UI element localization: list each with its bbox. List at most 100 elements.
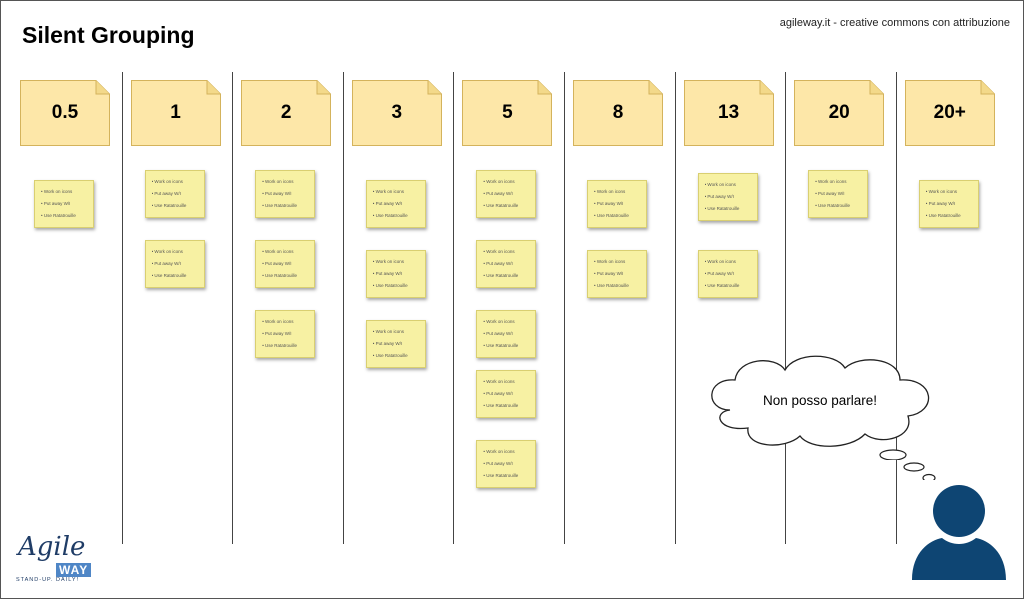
sticky-note-item: Put away W/I — [594, 268, 643, 280]
sticky-note-item: Use Ratatrouille — [483, 400, 532, 412]
sticky-note-item: Work on icons — [262, 176, 311, 188]
sticky-note-item: Work on icons — [483, 316, 532, 328]
sticky-note-item: Put away W/I — [483, 258, 532, 270]
sticky-note[interactable]: Work on iconsPut away W/IUse Ratatrouill… — [697, 173, 758, 221]
sticky-note-item: Work on icons — [926, 186, 975, 198]
column-header-value: 13 — [718, 102, 740, 123]
sticky-note[interactable]: Work on iconsPut away W/IUse Ratatrouill… — [476, 440, 537, 488]
column-header-card: 8 — [573, 80, 663, 146]
column-divider — [453, 72, 455, 544]
sticky-note-item: Work on icons — [594, 256, 643, 268]
column-header-value: 5 — [502, 102, 513, 123]
sticky-note-item: Put away W/I — [373, 338, 422, 350]
column-header-card: 20 — [794, 80, 885, 146]
sticky-note-item: Use Ratatrouille — [815, 200, 864, 212]
sticky-note-item: Put away W/I — [262, 328, 311, 340]
sticky-note-item: Use Ratatrouille — [705, 280, 754, 292]
thought-cloud: Non posso parlare! — [700, 350, 940, 460]
column-header-value: 0.5 — [51, 102, 79, 123]
column-header-card: 0.5 — [20, 80, 110, 146]
column-divider — [674, 72, 676, 544]
sticky-note[interactable]: Work on iconsPut away W/IUse Ratatrouill… — [476, 370, 537, 418]
sticky-note-item: Put away W/I — [262, 258, 311, 270]
sticky-note-item: Work on icons — [705, 179, 754, 191]
sticky-note-item: Use Ratatrouille — [705, 203, 754, 215]
sticky-note-item: Put away W/I — [483, 328, 532, 340]
sticky-note-item: Work on icons — [705, 256, 754, 268]
sticky-note-item: Use Ratatrouille — [373, 210, 422, 222]
sticky-note[interactable]: Work on iconsPut away W/IUse Ratatrouill… — [587, 250, 647, 298]
sticky-note-item: Put away W/I — [815, 188, 864, 200]
sticky-note[interactable]: Work on iconsPut away W/IUse Ratatrouill… — [918, 180, 979, 228]
sticky-note-item: Use Ratatrouille — [594, 280, 643, 292]
sticky-note[interactable]: Work on iconsPut away W/IUse Ratatrouill… — [697, 250, 758, 298]
column-divider — [564, 72, 565, 544]
sticky-note-item: Put away W/I — [373, 198, 422, 210]
thought-cloud-shape — [711, 355, 930, 460]
sticky-note-item: Work on icons — [483, 376, 532, 388]
sticky-note-item: Put away W/I — [483, 388, 532, 400]
thought-bubble-dots — [903, 462, 936, 483]
sticky-note-item: Put away W/I — [41, 198, 90, 210]
column-header-card: 2 — [241, 80, 332, 146]
sticky-note[interactable]: Work on iconsPut away W/IUse Ratatrouill… — [255, 310, 316, 358]
sticky-note-item: Work on icons — [483, 176, 532, 188]
column-header-value: 2 — [280, 102, 292, 123]
sticky-note-item: Work on icons — [373, 186, 422, 198]
sticky-note-item: Use Ratatrouille — [262, 270, 311, 282]
sticky-note-item: Work on icons — [815, 176, 864, 188]
sticky-note[interactable]: Work on iconsPut away W/IUse Ratatrouill… — [476, 310, 537, 358]
sticky-note-item: Use Ratatrouille — [373, 280, 422, 292]
sticky-note-item: Use Ratatrouille — [41, 210, 90, 222]
sticky-note[interactable]: Work on iconsPut away W/IUse Ratatrouill… — [476, 240, 537, 288]
logo-agile-text: Agile — [18, 532, 86, 562]
thought-text: Non posso parlare! — [762, 392, 878, 408]
column-header-value: 1 — [170, 102, 181, 123]
column-header-card: 3 — [351, 80, 442, 146]
sticky-note-item: Work on icons — [152, 246, 201, 258]
sticky-note-item: Work on icons — [152, 176, 201, 188]
sticky-note-item: Work on icons — [262, 316, 311, 328]
sticky-note[interactable]: Work on iconsPut away W/IUse Ratatrouill… — [587, 180, 647, 228]
sticky-note[interactable]: Work on iconsPut away W/IUse Ratatrouill… — [144, 170, 205, 218]
sticky-note-item: Use Ratatrouille — [373, 350, 422, 362]
column-header-value: 20 — [828, 102, 850, 123]
sticky-note[interactable]: Work on iconsPut away W/IUse Ratatrouill… — [365, 180, 426, 228]
column-header-card: 1 — [130, 80, 221, 146]
sticky-note-item: Use Ratatrouille — [483, 200, 532, 212]
sticky-note[interactable]: Work on iconsPut away W/IUse Ratatrouill… — [476, 170, 537, 218]
sticky-note-item: Work on icons — [262, 246, 311, 258]
column-divider — [342, 72, 344, 544]
sticky-note[interactable]: Work on iconsPut away W/IUse Ratatrouill… — [255, 170, 316, 218]
sticky-note-item: Work on icons — [41, 186, 90, 198]
sticky-note[interactable]: Work on iconsPut away W/IUse Ratatrouill… — [255, 240, 316, 288]
sticky-note-item: Use Ratatrouille — [483, 470, 532, 482]
board-title: Silent Grouping — [22, 22, 195, 48]
column-divider — [121, 72, 123, 544]
agileway-logo: Agile WAY STAND-UP. DAILY! — [16, 532, 98, 587]
logo-tagline: STAND-UP. DAILY! — [16, 577, 80, 583]
column-divider — [785, 72, 787, 544]
column-header-value: 20+ — [933, 102, 966, 123]
sticky-note-item: Put away W/I — [594, 198, 643, 210]
sticky-note-item: Put away W/I — [262, 188, 311, 200]
sticky-note[interactable]: Work on iconsPut away W/IUse Ratatrouill… — [365, 320, 426, 368]
sticky-note-item: Work on icons — [373, 326, 422, 338]
sticky-note[interactable]: Work on iconsPut away W/IUse Ratatrouill… — [34, 180, 94, 228]
sticky-note-item: Put away W/I — [483, 458, 532, 470]
logo-way-text: WAY — [56, 563, 92, 577]
sticky-note-item: Put away W/I — [926, 198, 975, 210]
column-divider — [895, 72, 897, 544]
sticky-note-item: Put away W/I — [373, 268, 422, 280]
sticky-note-item: Use Ratatrouille — [594, 210, 643, 222]
sticky-note-item: Work on icons — [594, 186, 643, 198]
column-header-value: 3 — [391, 102, 403, 123]
person-icon — [908, 480, 1010, 582]
sticky-note-item: Work on icons — [483, 446, 532, 458]
sticky-note-item: Work on icons — [483, 246, 532, 258]
sticky-note-item: Use Ratatrouille — [152, 270, 201, 282]
sticky-note[interactable]: Work on iconsPut away W/IUse Ratatrouill… — [144, 240, 205, 288]
sticky-note[interactable]: Work on iconsPut away W/IUse Ratatrouill… — [808, 170, 869, 218]
sticky-note[interactable]: Work on iconsPut away W/IUse Ratatrouill… — [365, 250, 426, 298]
column-header-card: 13 — [683, 80, 774, 146]
